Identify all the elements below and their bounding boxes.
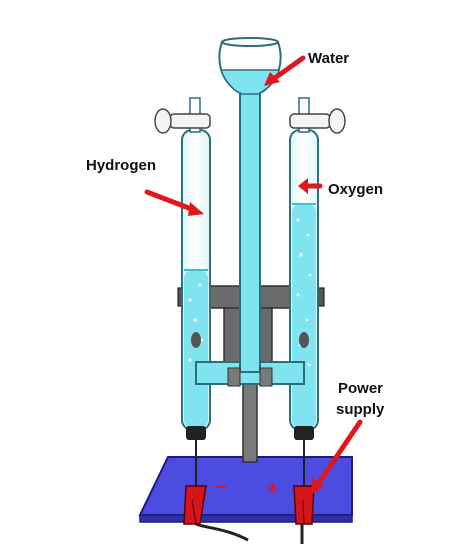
central-tube: [239, 89, 261, 373]
positive-terminal: +: [266, 476, 279, 501]
label-oxygen: Oxygen: [328, 181, 383, 198]
electrode-icon: [186, 332, 206, 488]
arrow-icon: [264, 55, 306, 86]
negative-terminal: −: [214, 474, 227, 499]
stopcock-icon: [154, 97, 211, 134]
water-reservoir: [218, 37, 282, 95]
clip-icon: [183, 485, 249, 542]
arrow-icon: [144, 189, 204, 216]
stopcock-icon: [289, 97, 346, 134]
clip-icon: [293, 485, 315, 544]
label-power: Power: [338, 380, 383, 397]
electrode-icon: [294, 332, 314, 488]
label-hydrogen: Hydrogen: [86, 157, 156, 174]
label-supply: supply: [336, 401, 385, 418]
arrow-icon: [298, 178, 323, 194]
arrow-icon: [312, 419, 363, 494]
label-water: Water: [308, 50, 349, 67]
